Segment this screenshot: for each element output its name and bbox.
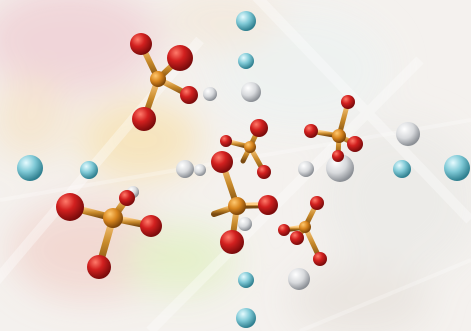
oxygen-atom <box>304 124 318 138</box>
cyan-atom <box>238 53 254 69</box>
oxygen-atom <box>211 151 233 173</box>
white-atom <box>288 268 310 290</box>
oxygen-atom <box>313 252 327 266</box>
oxygen-atom <box>167 45 193 71</box>
white-atom <box>241 82 261 102</box>
oxygen-atom <box>250 119 268 137</box>
cyan-atom <box>236 11 256 31</box>
cyan-atom <box>80 161 98 179</box>
white-atom <box>298 161 314 177</box>
white-atom <box>176 160 194 178</box>
oxygen-atom <box>180 86 198 104</box>
oxygen-atom <box>220 230 244 254</box>
phosphate-group <box>211 151 278 254</box>
oxygen-atom <box>341 95 355 109</box>
cyan-atom <box>238 272 254 288</box>
oxygen-atom <box>332 150 344 162</box>
white-atom <box>194 164 206 176</box>
middle-row-atoms <box>17 154 470 182</box>
cyan-atom <box>444 155 470 181</box>
white-atom <box>203 87 217 101</box>
white-atom <box>396 122 420 146</box>
phosphate-group <box>304 95 363 162</box>
phosphate-group <box>278 196 327 266</box>
white-atom <box>326 154 354 182</box>
oxygen-atom <box>87 255 111 279</box>
phosphorus-atom <box>244 141 256 153</box>
cyan-atom <box>393 160 411 178</box>
oxygen-atom <box>258 195 278 215</box>
phosphorus-atom <box>299 221 311 233</box>
oxygen-atom <box>140 215 162 237</box>
phosphate-group <box>130 33 198 131</box>
oxygen-atom <box>220 135 232 147</box>
phosphorus-atom <box>228 197 246 215</box>
phosphorus-atom <box>332 129 346 143</box>
oxygen-atom <box>130 33 152 55</box>
phosphate-group <box>220 119 271 179</box>
cyan-atom <box>17 155 43 181</box>
oxygen-atom <box>56 193 84 221</box>
phosphorus-atom <box>103 208 123 228</box>
phosphorus-atom <box>150 71 166 87</box>
oxygen-atom <box>257 165 271 179</box>
oxygen-atom <box>132 107 156 131</box>
oxygen-atom <box>310 196 324 210</box>
white-atom <box>238 217 252 231</box>
oxygen-atom <box>290 231 304 245</box>
oxygen-atom <box>119 190 135 206</box>
oxygen-atom <box>347 136 363 152</box>
oxygen-atom <box>278 224 290 236</box>
center-column-atoms <box>236 11 261 328</box>
cyan-atom <box>236 308 256 328</box>
phosphate-group <box>56 186 162 279</box>
